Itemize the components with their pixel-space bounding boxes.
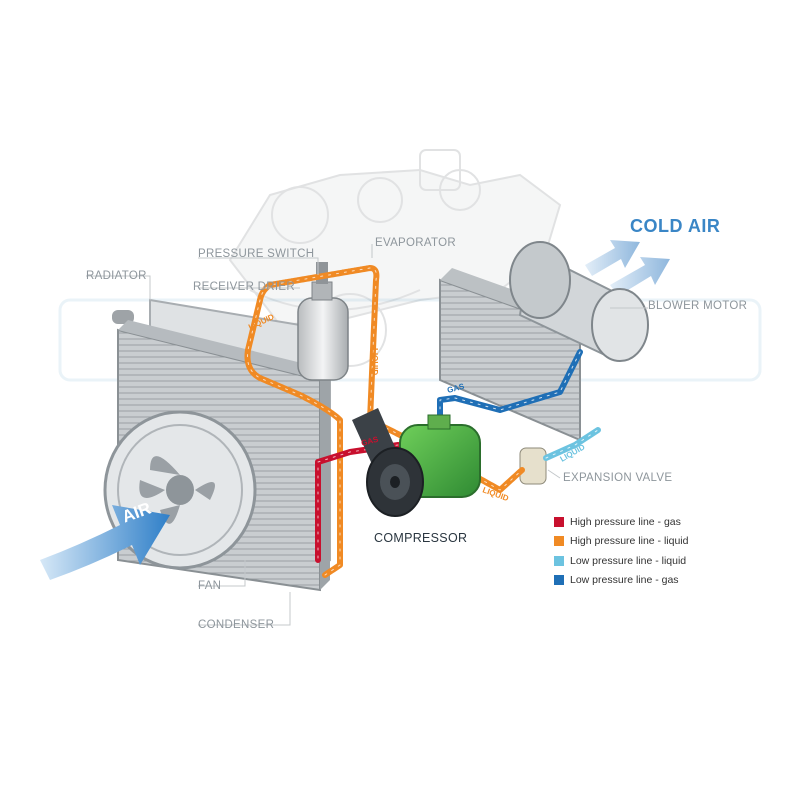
label-receiver-drier: RECEIVER DRIER [193,281,295,293]
legend-item-label: High pressure line - liquid [570,535,689,548]
legend-item-label: Low pressure line - gas [570,574,679,587]
legend-swatch [554,575,564,586]
legend: High pressure line - gas High pressure l… [554,512,688,590]
air-arrow [40,505,170,580]
legend-item-low-liquid: Low pressure line - liquid [554,551,688,571]
legend-item-label: Low pressure line - liquid [570,554,687,567]
label-blower-motor: BLOWER MOTOR [648,300,748,312]
flow-tag-liquid-2: LIQUID [370,348,379,375]
leader-lines [86,244,648,626]
legend-item-label: High pressure line - gas [570,515,681,528]
low-pressure-gas-line [437,349,583,431]
expansion-valve [519,447,547,485]
cold-air-arrows [585,240,670,296]
label-evaporator: EVAPORATOR [375,237,456,249]
receiver-drier [297,262,349,381]
label-condenser: CONDENSER [198,619,275,631]
legend-swatch [554,536,564,547]
watermark [58,298,762,382]
compressor [352,408,481,517]
legend-item-high-gas: High pressure line - gas [554,512,688,532]
label-radiator: RADIATOR [86,270,147,282]
legend-item-low-gas: Low pressure line - gas [554,571,688,591]
label-pressure-switch: PRESSURE SWITCH [198,248,315,260]
cold-air-label: COLD AIR [630,216,721,236]
legend-swatch [554,516,564,527]
blower-motor [509,241,649,362]
label-fan: FAN [198,580,222,592]
label-expansion-valve: EXPANSION VALVE [563,472,673,484]
legend-swatch [554,555,564,566]
legend-item-high-liquid: High pressure line - liquid [554,532,688,552]
label-compressor: COMPRESSOR [374,531,468,545]
